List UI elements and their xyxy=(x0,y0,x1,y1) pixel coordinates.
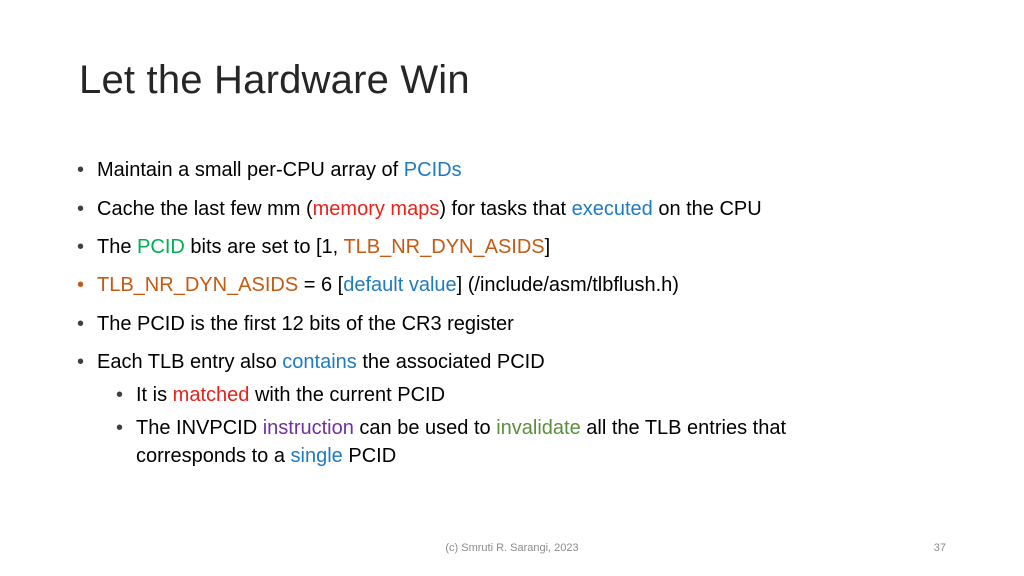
sub-bullet-continuation: corresponds to a single PCID xyxy=(136,444,396,468)
text-run: executed xyxy=(571,198,653,220)
text-run: matched xyxy=(172,384,250,406)
bullet-marker: • xyxy=(77,274,85,296)
text-run: with the current PCID xyxy=(249,384,446,406)
text-run: Maintain a small per-CPU array of xyxy=(97,159,404,181)
bullet-item: TLB_NR_DYN_ASIDS = 6 [default value] (/i… xyxy=(97,273,679,297)
text-run: memory maps xyxy=(312,198,440,220)
text-run: The PCID is the first 12 bits of the CR3… xyxy=(97,313,514,335)
bullet-item: Maintain a small per-CPU array of PCIDs xyxy=(97,158,462,182)
text-run: It is xyxy=(136,384,173,406)
text-run: corresponds to a xyxy=(136,445,291,467)
text-run: bits are set to [1, xyxy=(184,236,344,258)
sub-bullet-item: The INVPCID instruction can be used to i… xyxy=(136,416,786,440)
text-run: The xyxy=(97,236,138,258)
text-run: = 6 [ xyxy=(298,274,344,296)
bullet-marker: • xyxy=(77,198,85,220)
text-run: PCIDs xyxy=(403,159,462,181)
text-run: single xyxy=(290,445,343,467)
footer-copyright: (c) Smruti R. Sarangi, 2023 xyxy=(445,542,579,554)
sub-bullet-marker: • xyxy=(116,417,124,439)
text-run: all the TLB entries that xyxy=(580,417,787,439)
text-run: PCID xyxy=(342,445,397,467)
bullet-marker: • xyxy=(77,236,85,258)
text-run: PCID xyxy=(137,236,185,258)
text-run: ] (/include/asm/tlbflush.h) xyxy=(456,274,679,296)
text-run: ) for tasks that xyxy=(439,198,572,220)
bullet-item: Cache the last few mm (memory maps) for … xyxy=(97,197,762,221)
text-run: default value xyxy=(343,274,457,296)
text-run: instruction xyxy=(262,417,354,439)
text-run: ] xyxy=(544,236,551,258)
text-run: TLB_NR_DYN_ASIDS xyxy=(97,274,299,296)
bullet-marker: • xyxy=(77,159,85,181)
bullet-item: The PCID is the first 12 bits of the CR3… xyxy=(97,312,514,336)
bullet-item: Each TLB entry also contains the associa… xyxy=(97,350,545,374)
slide-title: Let the Hardware Win xyxy=(79,58,470,102)
page-number: 37 xyxy=(933,542,946,554)
text-run: invalidate xyxy=(496,417,581,439)
text-run: can be used to xyxy=(353,417,497,439)
sub-bullet-marker: • xyxy=(116,384,124,406)
text-run: Cache the last few mm ( xyxy=(97,198,313,220)
text-run: The INVPCID xyxy=(136,417,263,439)
text-run: the associated PCID xyxy=(356,351,545,373)
bullet-item: The PCID bits are set to [1, TLB_NR_DYN_… xyxy=(97,235,550,259)
text-run: on the CPU xyxy=(652,198,762,220)
sub-bullet-item: It is matched with the current PCID xyxy=(136,383,445,407)
text-run: contains xyxy=(282,351,357,373)
text-run: Each TLB entry also xyxy=(97,351,283,373)
bullet-marker: • xyxy=(77,313,85,335)
text-run: TLB_NR_DYN_ASIDS xyxy=(343,236,545,258)
bullet-marker: • xyxy=(77,351,85,373)
